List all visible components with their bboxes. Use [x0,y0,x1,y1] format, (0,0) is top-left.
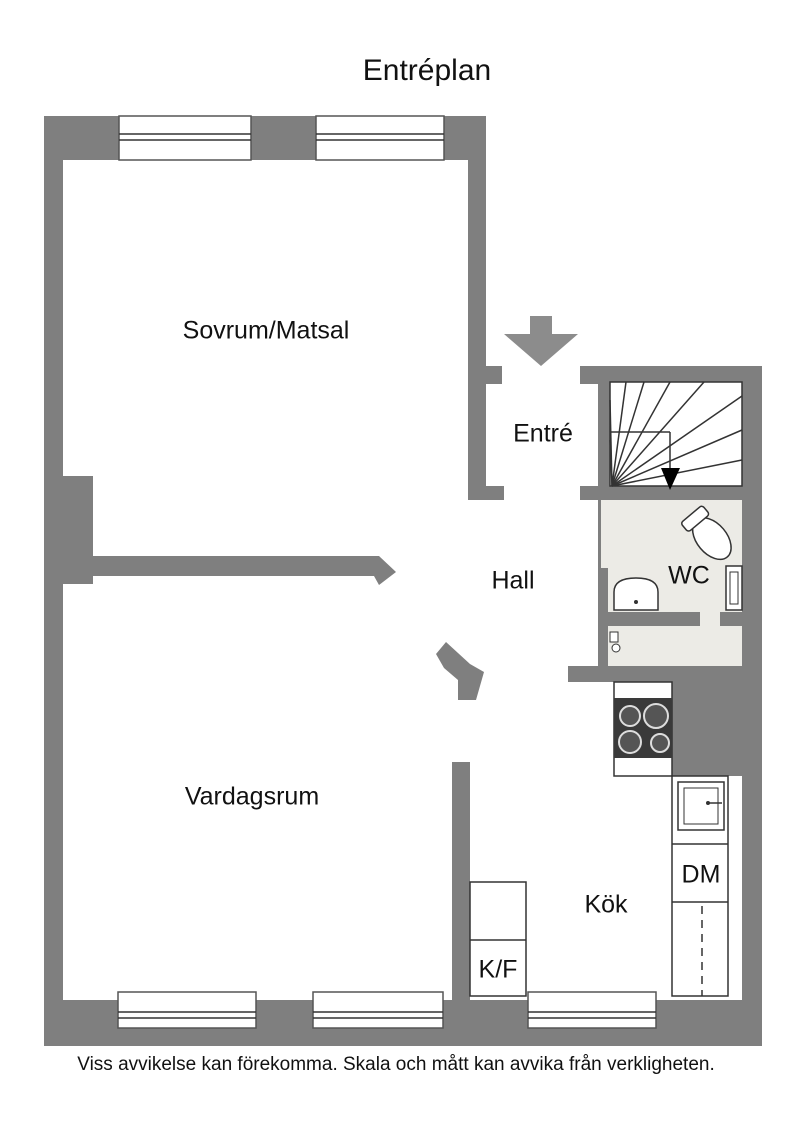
toilet-icon [681,505,732,561]
tap-icon [609,631,621,653]
disclaimer: Viss avvikelse kan förekomma. Skala och … [77,1054,715,1075]
stove-icon [613,681,673,777]
wc-cabinet [725,565,743,611]
room-label-entre: Entré [513,420,573,448]
stair-icon [609,381,743,490]
kitchen-counter [671,775,729,997]
entrance-arrow-icon [504,316,578,366]
room-label-vardagsrum: Vardagsrum [185,783,319,811]
bottom-windows [117,991,657,1029]
room-label-kf: K/F [479,956,518,984]
kitchen-sink-icon [677,781,725,831]
plan-title: Entréplan [363,54,491,87]
sink-icon [613,577,659,611]
room-label-sovrum-matsal: Sovrum/Matsal [183,317,350,345]
top-windows [118,115,445,161]
room-label-wc: WC [668,562,710,590]
room-label-kok: Kök [584,891,628,919]
room-label-hall: Hall [491,567,534,595]
fridge-freezer [469,881,527,997]
room-label-dm: DM [682,861,721,889]
